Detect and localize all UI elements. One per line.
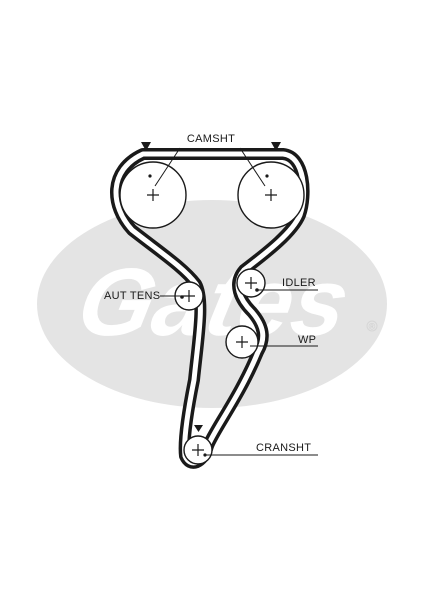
idler-label: IDLER bbox=[282, 277, 316, 289]
watermark-logo-text: Gates bbox=[69, 248, 359, 356]
center-cross-icon bbox=[245, 277, 257, 289]
timing-mark bbox=[148, 174, 152, 178]
timing-triangle-right-icon bbox=[271, 142, 281, 151]
crank-timing-triangle-icon bbox=[194, 425, 203, 432]
timing-mark bbox=[265, 174, 269, 178]
center-cross-icon bbox=[192, 444, 204, 456]
center-cross-icon bbox=[236, 336, 248, 348]
camshaft-leader-left bbox=[154, 147, 181, 187]
leader-lines bbox=[154, 147, 318, 456]
camshaft-pulley-right bbox=[237, 161, 305, 229]
tensioner-pulley bbox=[174, 281, 204, 311]
water-pump-pulley bbox=[225, 325, 259, 359]
timing-triangle-left-icon bbox=[141, 142, 151, 151]
camshaft-label: CAMSHT bbox=[187, 133, 235, 145]
crankshaft-label: CRANSHT bbox=[256, 442, 311, 454]
camshaft-pulley-left bbox=[119, 161, 187, 229]
registered-mark: ® bbox=[369, 322, 376, 332]
gates-watermark-logo: Gates ® bbox=[37, 200, 387, 408]
center-cross-icon bbox=[147, 189, 159, 201]
crankshaft-pulley bbox=[183, 425, 213, 465]
idler-pulley bbox=[236, 268, 266, 298]
water-pump-label: WP bbox=[298, 334, 316, 346]
watermark-ellipse bbox=[37, 200, 387, 408]
center-cross-icon bbox=[265, 189, 277, 201]
tensioner-label: AUT TENS bbox=[104, 290, 160, 302]
registered-mark-circle bbox=[366, 320, 378, 332]
center-cross-icon bbox=[183, 290, 195, 302]
camshaft-leader-right bbox=[239, 147, 266, 187]
